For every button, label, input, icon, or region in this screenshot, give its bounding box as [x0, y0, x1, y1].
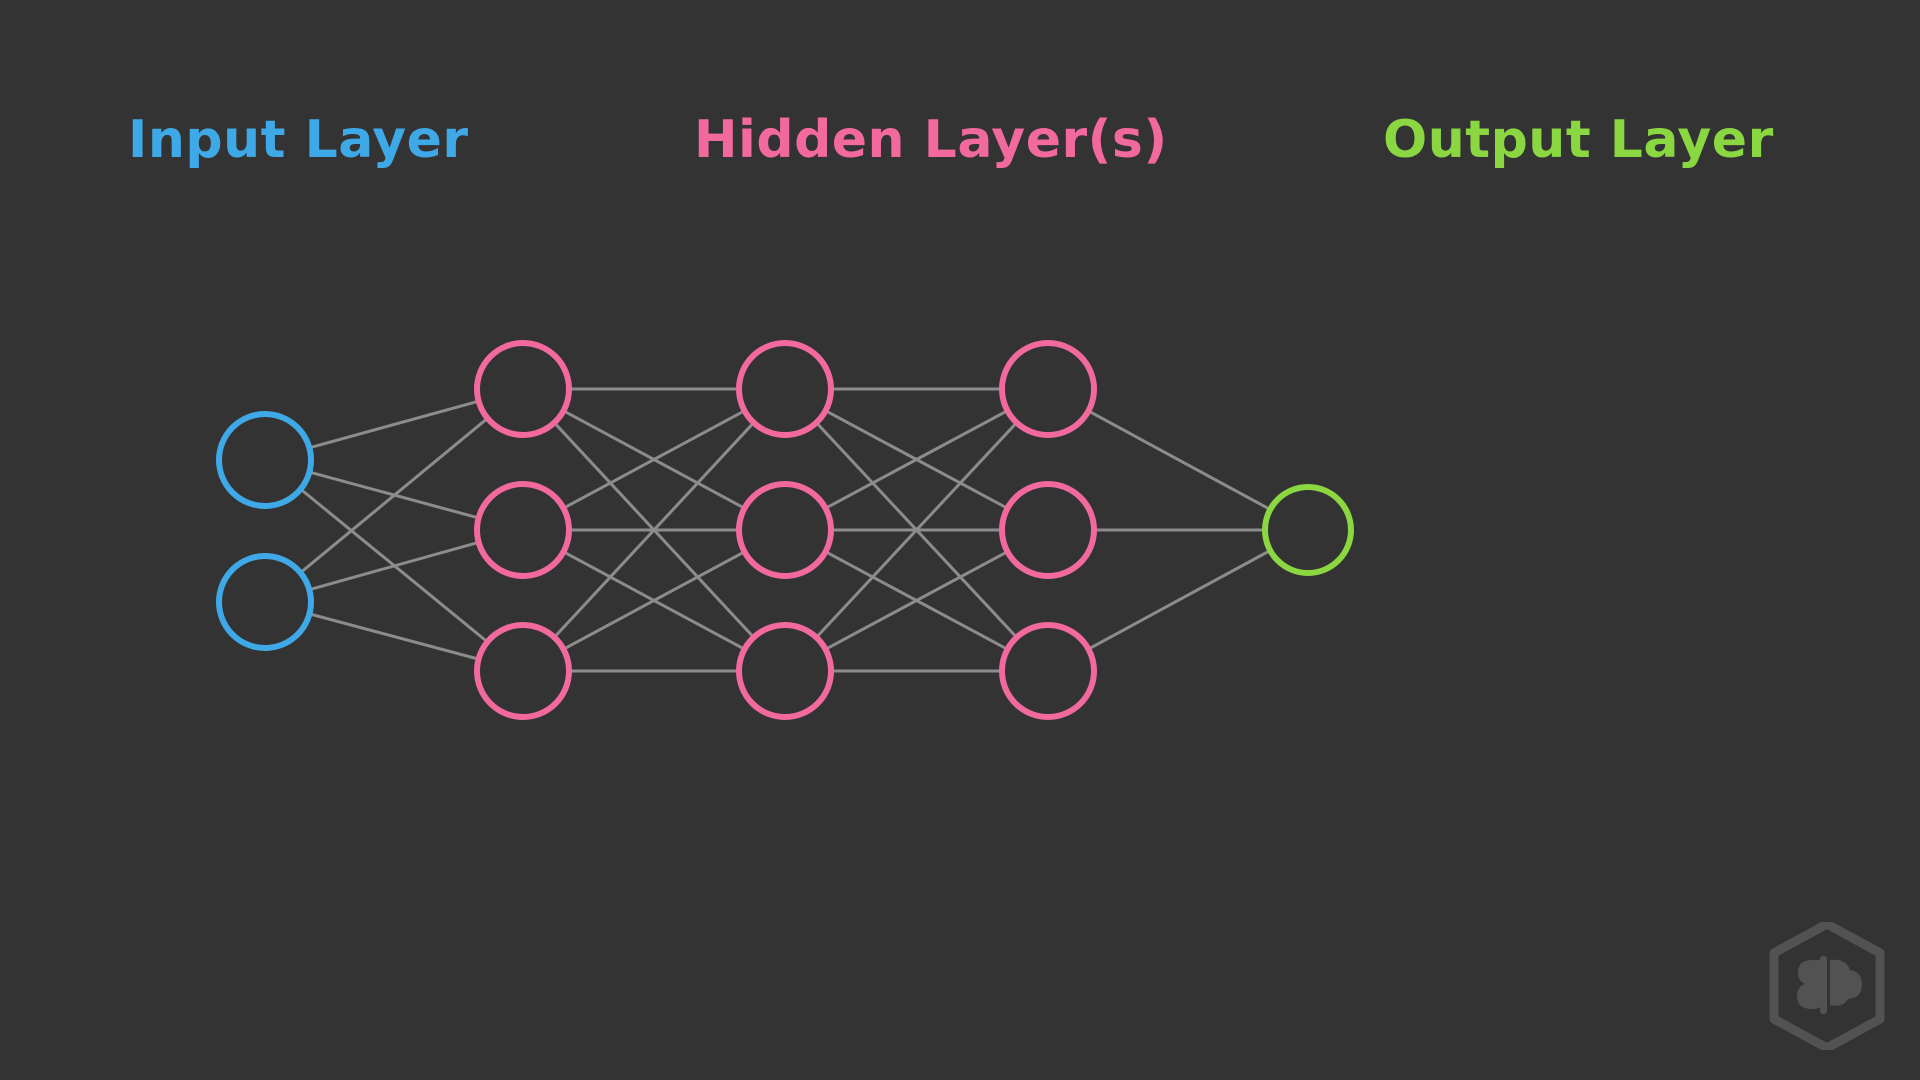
input-layer-title: Input Layer [128, 110, 469, 170]
edge-hidden3-node-3-to-output-node-1 [1087, 549, 1271, 651]
hidden-layer-title: Hidden Layer(s) [694, 110, 1168, 170]
logo-brain-left [1797, 960, 1824, 1009]
brand-logo-watermark [1769, 922, 1885, 1050]
hidden3-node-3[interactable] [999, 622, 1097, 720]
hidden2-node-2[interactable] [736, 481, 834, 579]
edge-input-node-2-to-hidden1-node-1 [299, 417, 489, 574]
edge-hidden1-node-3-to-hidden2-node-2 [562, 550, 746, 651]
hidden1-node-1[interactable] [474, 340, 572, 438]
edge-hidden1-node-3-to-hidden2-node-1 [553, 421, 755, 639]
edge-input-node-1-to-hidden1-node-1 [308, 399, 480, 450]
edge-hidden3-node-1-to-output-node-1 [1087, 409, 1271, 511]
output-node-1[interactable] [1262, 484, 1354, 576]
edge-input-node-2-to-hidden1-node-3 [309, 612, 479, 661]
edge-hidden1-node-2-to-hidden2-node-1 [562, 409, 746, 510]
input-node-1[interactable] [216, 411, 314, 509]
edges-group [299, 387, 1271, 673]
edge-input-node-2-to-hidden1-node-2 [308, 540, 480, 592]
hidden3-node-2[interactable] [999, 481, 1097, 579]
hidden2-node-3[interactable] [736, 622, 834, 720]
logo-brain-stem [1820, 956, 1827, 1014]
hidden2-node-1[interactable] [736, 340, 834, 438]
nodes-group [216, 340, 1354, 720]
input-node-2[interactable] [216, 553, 314, 651]
logo-brain-right [1830, 959, 1862, 1006]
logo-hexagon-outline [1769, 922, 1885, 1050]
edge-hidden2-node-3-to-hidden3-node-2 [824, 550, 1009, 651]
hidden1-node-3[interactable] [474, 622, 572, 720]
edge-hidden2-node-2-to-hidden3-node-1 [824, 409, 1009, 510]
edge-hidden2-node-3-to-hidden3-node-1 [815, 421, 1018, 639]
hidden1-node-2[interactable] [474, 481, 572, 579]
output-layer-title: Output Layer [1383, 110, 1774, 170]
hidden3-node-1[interactable] [999, 340, 1097, 438]
